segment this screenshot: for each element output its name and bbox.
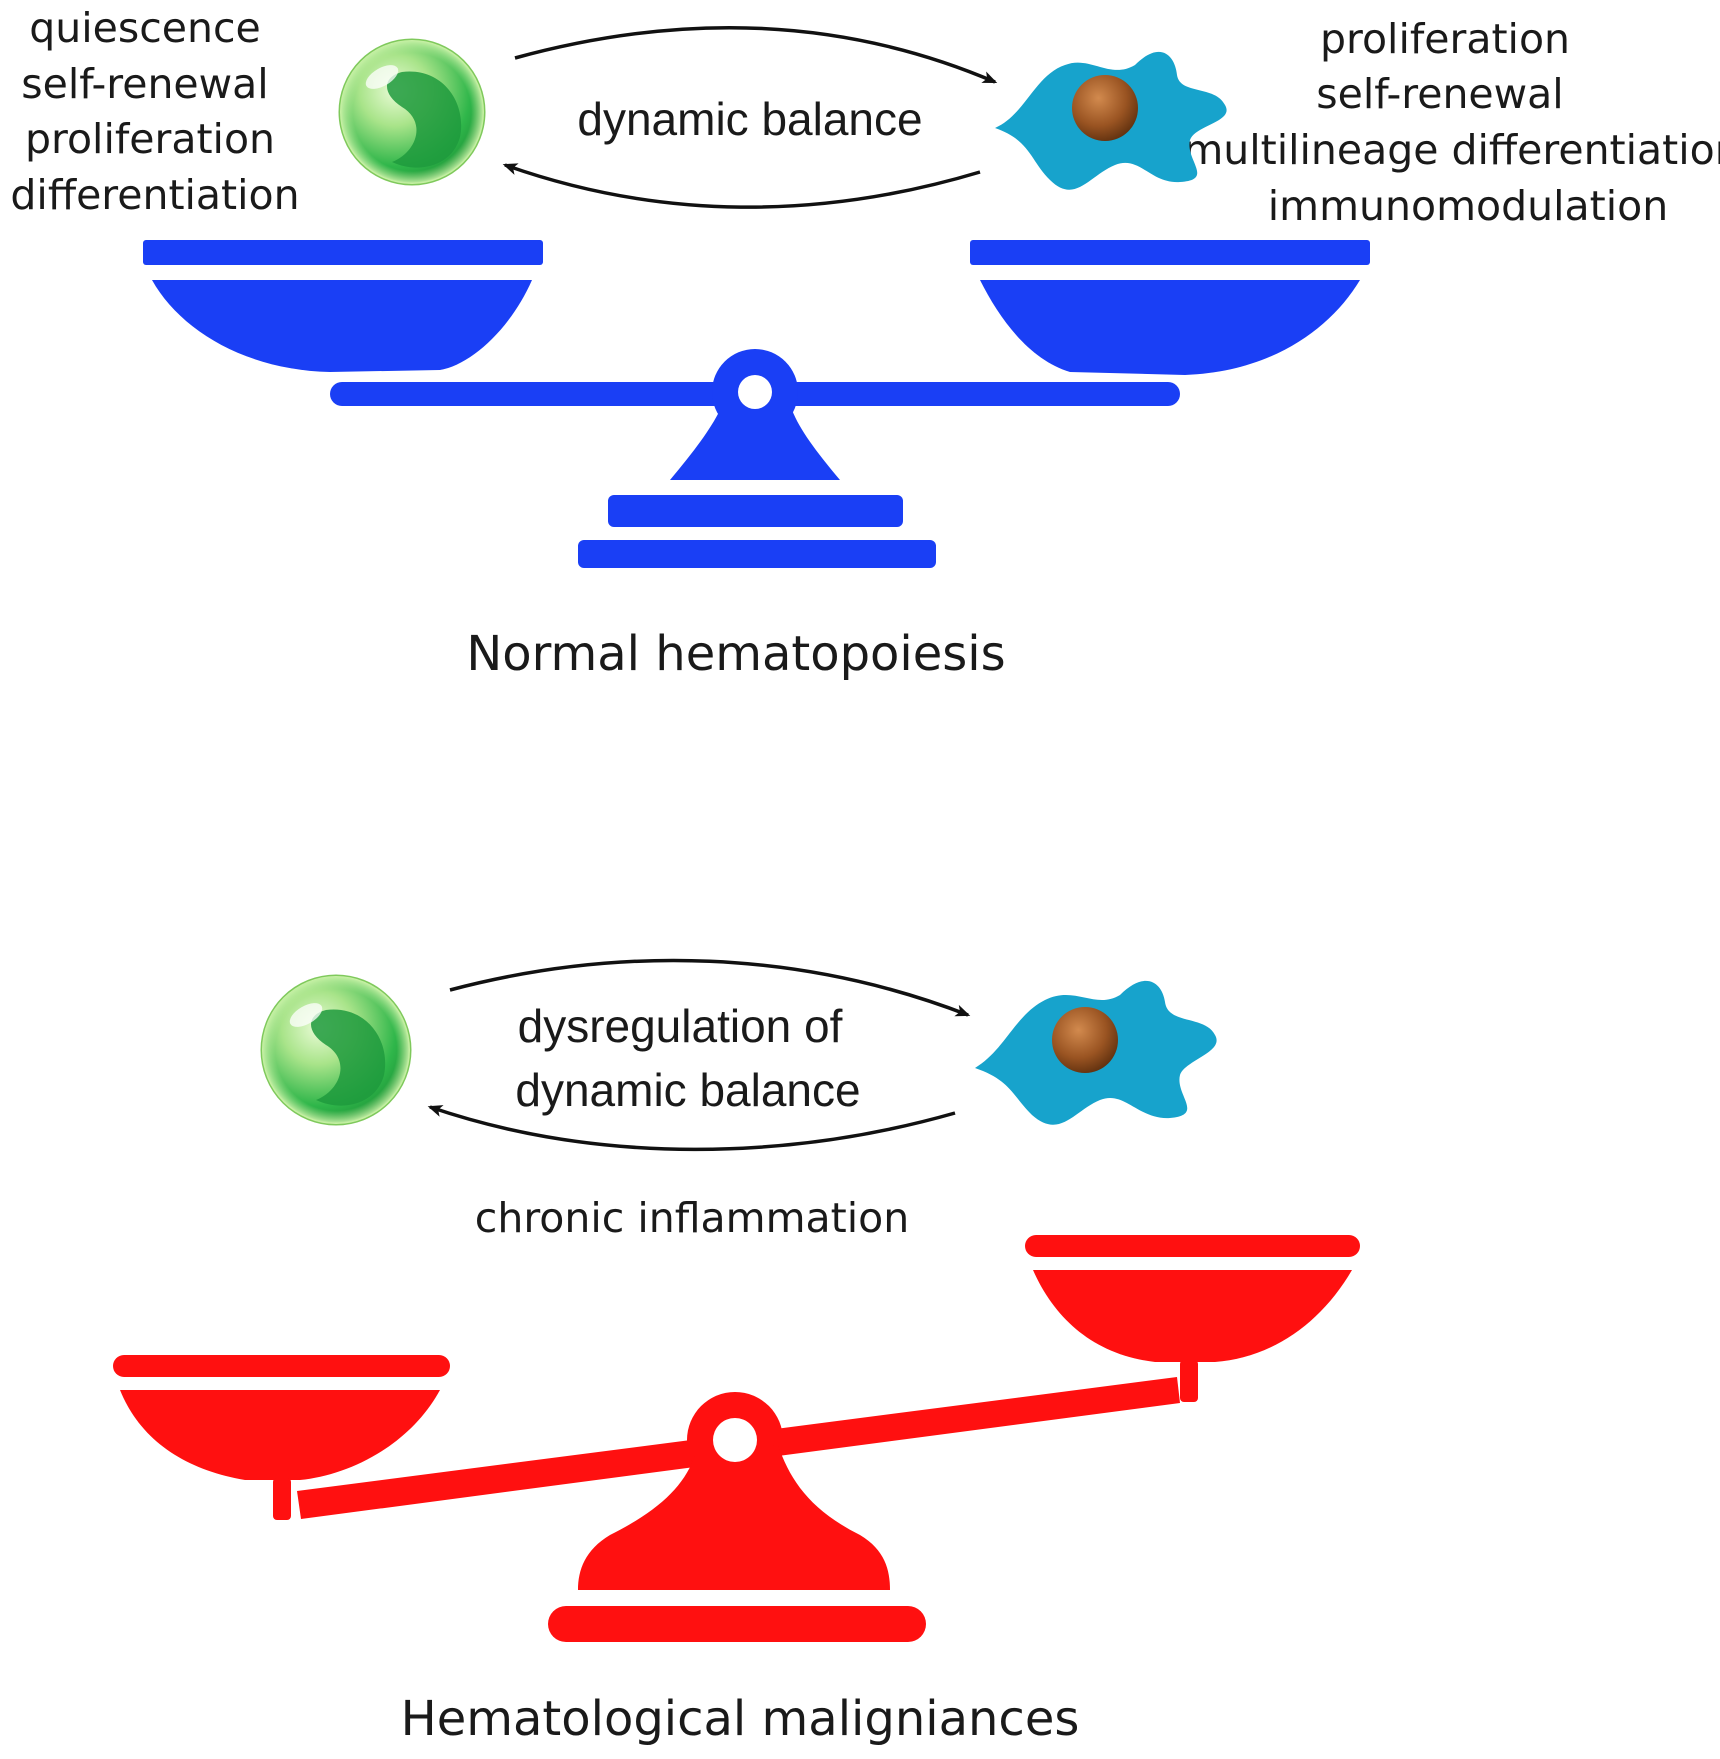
mesenchymal-stromal-cell-icon [995,51,1227,190]
msc-property-1: proliferation [1320,15,1570,63]
dysregulation-label-line2: dynamic balance [515,1064,860,1116]
dysregulation-label-line1: dysregulation of [518,1000,843,1052]
stem-property-4: differentiation [10,171,299,219]
unbalanced-scale-icon [113,1235,1360,1642]
msc-property-4: immunomodulation [1268,182,1668,230]
msc-property-list: proliferation self-renewal multilineage … [1183,15,1720,230]
balanced-scale-icon [143,240,1370,568]
forward-arrow [514,26,998,84]
backward-arrow [502,163,981,209]
msc-property-2: self-renewal [1316,70,1563,118]
stem-property-1: quiescence [29,4,261,52]
msc-property-3: multilineage differentiation [1183,126,1720,174]
mesenchymal-stromal-cell-icon-bottom [975,980,1217,1125]
hematopoietic-stem-cell-icon [338,38,486,186]
dysregulation-arrows: dysregulation of dynamic balance [427,958,971,1152]
chronic-inflammation-label: chronic inflammation [475,1194,909,1242]
hematopoietic-stem-cell-icon-bottom [260,974,412,1126]
stem-property-2: self-renewal [21,60,268,108]
normal-hematopoiesis-caption: Normal hematopoiesis [466,626,1005,682]
forward-arrow-bottom [449,958,971,1017]
stem-cell-property-list: quiescence self-renewal proliferation di… [10,4,299,219]
hematological-malignancies-caption: Hematological maligniances [401,1691,1080,1747]
dynamic-balance-arrows: dynamic balance [502,26,998,209]
dynamic-balance-label: dynamic balance [577,93,922,145]
backward-arrow-bottom [427,1105,956,1152]
stem-property-3: proliferation [25,115,275,163]
